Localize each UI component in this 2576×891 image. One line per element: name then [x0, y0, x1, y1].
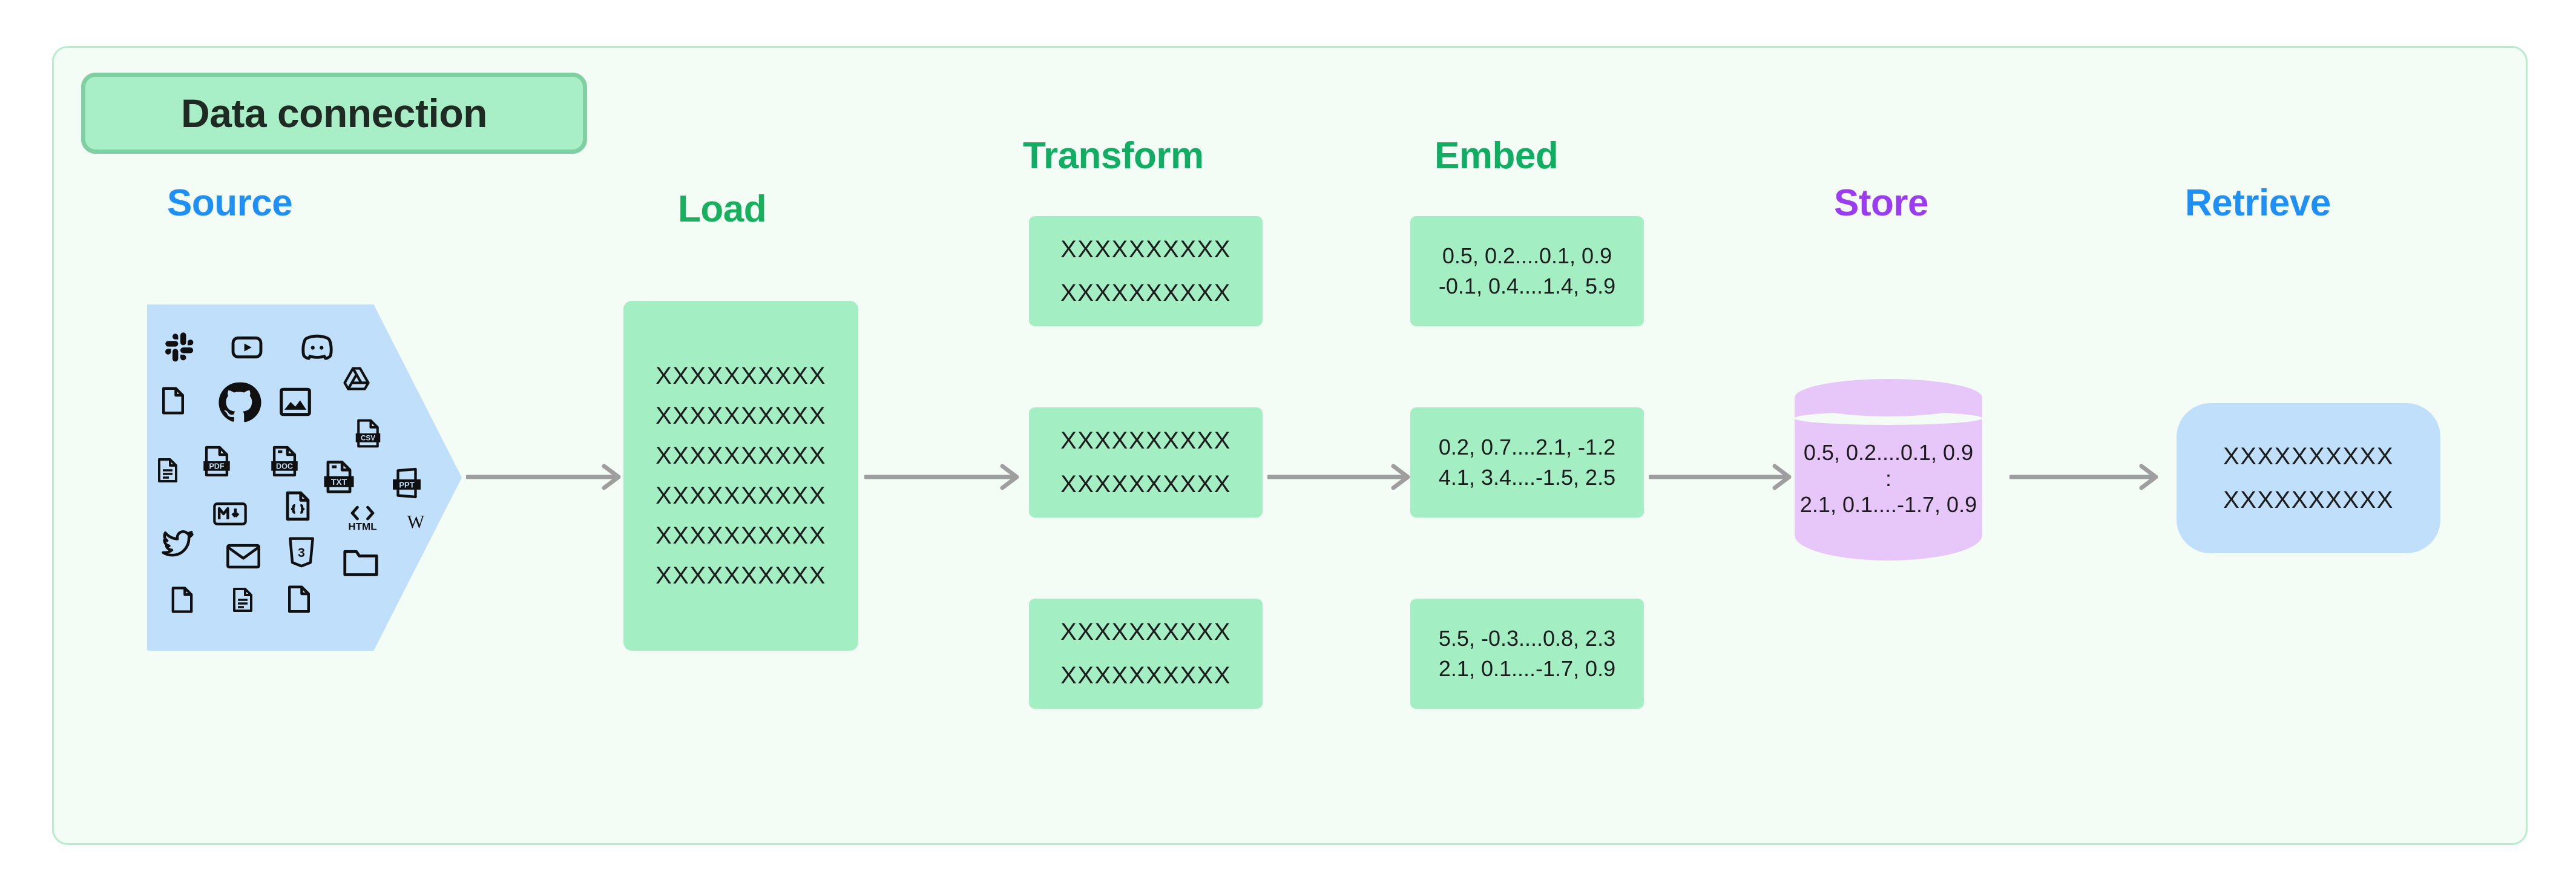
wikipedia-icon: W	[399, 504, 433, 538]
github-icon	[215, 378, 263, 427]
svg-text:CSV: CSV	[361, 435, 375, 442]
cylinder-rim-gap	[1795, 412, 1982, 425]
stage-label-source: Source	[167, 182, 293, 224]
pdf-file-icon: PDF	[198, 442, 235, 480]
doc-file-icon: DOC	[266, 442, 303, 480]
svg-text:PPT: PPT	[399, 480, 414, 489]
google-drive-icon	[340, 363, 373, 396]
embed-line: 2.1, 0.1....-1.7, 0.9	[1438, 656, 1616, 681]
load-line: XXXXXXXXXX	[656, 522, 826, 549]
discord-icon	[298, 329, 336, 366]
document-lines-icon	[152, 455, 183, 486]
store-line: 2.1, 0.1....-1.7, 0.9	[1799, 492, 1977, 517]
markdown-icon	[211, 498, 249, 530]
txt-file-icon: TXT	[319, 457, 359, 497]
stage-label-store: Store	[1834, 182, 1928, 224]
transform-line: XXXXXXXXXX	[1060, 471, 1231, 498]
load-line: XXXXXXXXXX	[656, 482, 826, 509]
store-cylinder: 0.5, 0.2....0.1, 0.9 : 2.1, 0.1....-1.7,…	[1795, 379, 1982, 579]
store-line: 0.5, 0.2....0.1, 0.9	[1803, 440, 1974, 465]
diagram-frame	[52, 46, 2528, 845]
arrow-embed-to-store	[1649, 461, 1800, 493]
email-icon	[225, 541, 262, 572]
stage-label-embed: Embed	[1434, 135, 1559, 177]
transform-line: XXXXXXXXXX	[1060, 427, 1231, 454]
svg-text:3: 3	[298, 546, 305, 560]
file-blank-icon	[165, 583, 199, 617]
diagram-title: Data connection	[181, 91, 487, 136]
retrieve-line: XXXXXXXXXX	[2223, 487, 2394, 513]
retrieve-box: XXXXXXXXXX XXXXXXXXXX	[2177, 403, 2440, 553]
stage-label-load: Load	[678, 188, 767, 230]
stage-label-transform: Transform	[1023, 135, 1204, 177]
svg-text:W: W	[407, 511, 425, 532]
embed-box: 5.5, -0.3....0.8, 2.3 2.1, 0.1....-1.7, …	[1410, 599, 1644, 709]
embed-box: 0.2, 0.7....2.1, -1.2 4.1, 3.4....-1.5, …	[1410, 407, 1644, 518]
embed-line: 4.1, 3.4....-1.5, 2.5	[1438, 465, 1616, 490]
youtube-icon	[228, 329, 266, 366]
file-icon	[156, 383, 191, 418]
arrow-transform-to-embed	[1267, 461, 1419, 493]
transform-line: XXXXXXXXXX	[1060, 280, 1231, 306]
json-file-icon	[279, 487, 317, 525]
load-line: XXXXXXXXXX	[656, 562, 826, 589]
cylinder-top	[1795, 379, 1982, 416]
store-text: 0.5, 0.2....0.1, 0.9 : 2.1, 0.1....-1.7,…	[1795, 379, 1982, 579]
twitter-icon	[159, 526, 198, 561]
arrow-load-to-transform	[864, 461, 1028, 493]
transform-box: XXXXXXXXXX XXXXXXXXXX	[1029, 599, 1263, 709]
stage-label-retrieve: Retrieve	[2185, 182, 2331, 224]
transform-line: XXXXXXXXXX	[1060, 662, 1231, 689]
arrow-source-to-load	[466, 461, 629, 493]
store-line: :	[1885, 466, 1891, 491]
load-line: XXXXXXXXXX	[656, 403, 826, 429]
embed-line: -0.1, 0.4....1.4, 5.9	[1438, 274, 1616, 298]
csv-file-icon: CSV	[350, 416, 386, 451]
image-icon	[275, 382, 315, 422]
ppt-file-icon: PPT	[388, 464, 426, 502]
load-line: XXXXXXXXXX	[656, 363, 826, 389]
slack-icon	[163, 330, 198, 365]
embed-box: 0.5, 0.2....0.1, 0.9 -0.1, 0.4....1.4, 5…	[1410, 216, 1644, 326]
transform-line: XXXXXXXXXX	[1060, 619, 1231, 645]
transform-box: XXXXXXXXXX XXXXXXXXXX	[1029, 407, 1263, 518]
embed-line: 5.5, -0.3....0.8, 2.3	[1438, 626, 1616, 651]
transform-line: XXXXXXXXXX	[1060, 236, 1231, 263]
file-plain-icon	[281, 582, 317, 617]
source-icon-grid: CSV PDF DOC	[147, 304, 462, 651]
data-connection-badge: Data connection	[81, 73, 587, 154]
svg-text:TXT: TXT	[331, 477, 347, 487]
arrow-store-to-retrieve	[2009, 461, 2167, 493]
embed-line: 0.5, 0.2....0.1, 0.9	[1442, 243, 1612, 268]
load-box: XXXXXXXXXX XXXXXXXXXX XXXXXXXXXX XXXXXXX…	[623, 301, 858, 651]
retrieve-line: XXXXXXXXXX	[2223, 443, 2394, 470]
svg-text:HTML: HTML	[348, 521, 376, 532]
file-text-icon	[227, 584, 258, 616]
svg-text:DOC: DOC	[276, 462, 293, 471]
folder-icon	[341, 544, 381, 579]
html-icon: HTML	[341, 499, 384, 534]
svg-text:PDF: PDF	[209, 462, 224, 471]
load-line: XXXXXXXXXX	[656, 442, 826, 469]
transform-box: XXXXXXXXXX XXXXXXXXXX	[1029, 216, 1263, 326]
css3-icon: 3	[285, 534, 318, 571]
embed-line: 0.2, 0.7....2.1, -1.2	[1438, 435, 1616, 459]
